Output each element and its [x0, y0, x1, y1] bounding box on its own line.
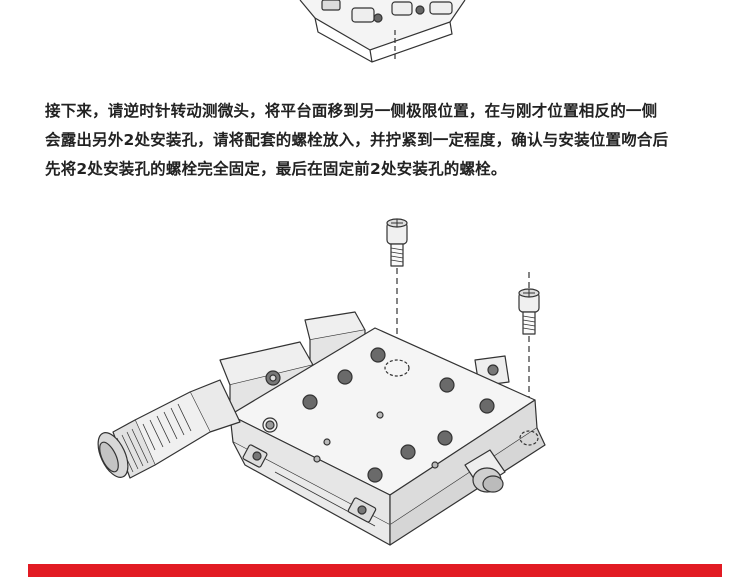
instruction-line-3: 先将2处安装孔的螺栓完全固定，最后在固定前2处安装孔的螺栓。: [45, 160, 507, 178]
stage-illustration-top: [260, 0, 510, 70]
accent-footer-bar: [28, 564, 722, 577]
micrometer-head: [95, 380, 240, 482]
instruction-text: 接下来，请逆时针转动测微头，将平台面移到另一侧极限位置，在与刚才位置相反的一侧 …: [45, 97, 710, 184]
instruction-line-1: 接下来，请逆时针转动测微头，将平台面移到另一侧极限位置，在与刚才位置相反的一侧: [45, 102, 658, 120]
bolt-left: [387, 219, 407, 360]
instruction-line-2: 会露出另外2处安装孔，请将配套的螺栓放入，并拧紧到一定程度，确认与安装位置吻合后: [45, 131, 669, 149]
stage-illustration: [95, 210, 575, 555]
